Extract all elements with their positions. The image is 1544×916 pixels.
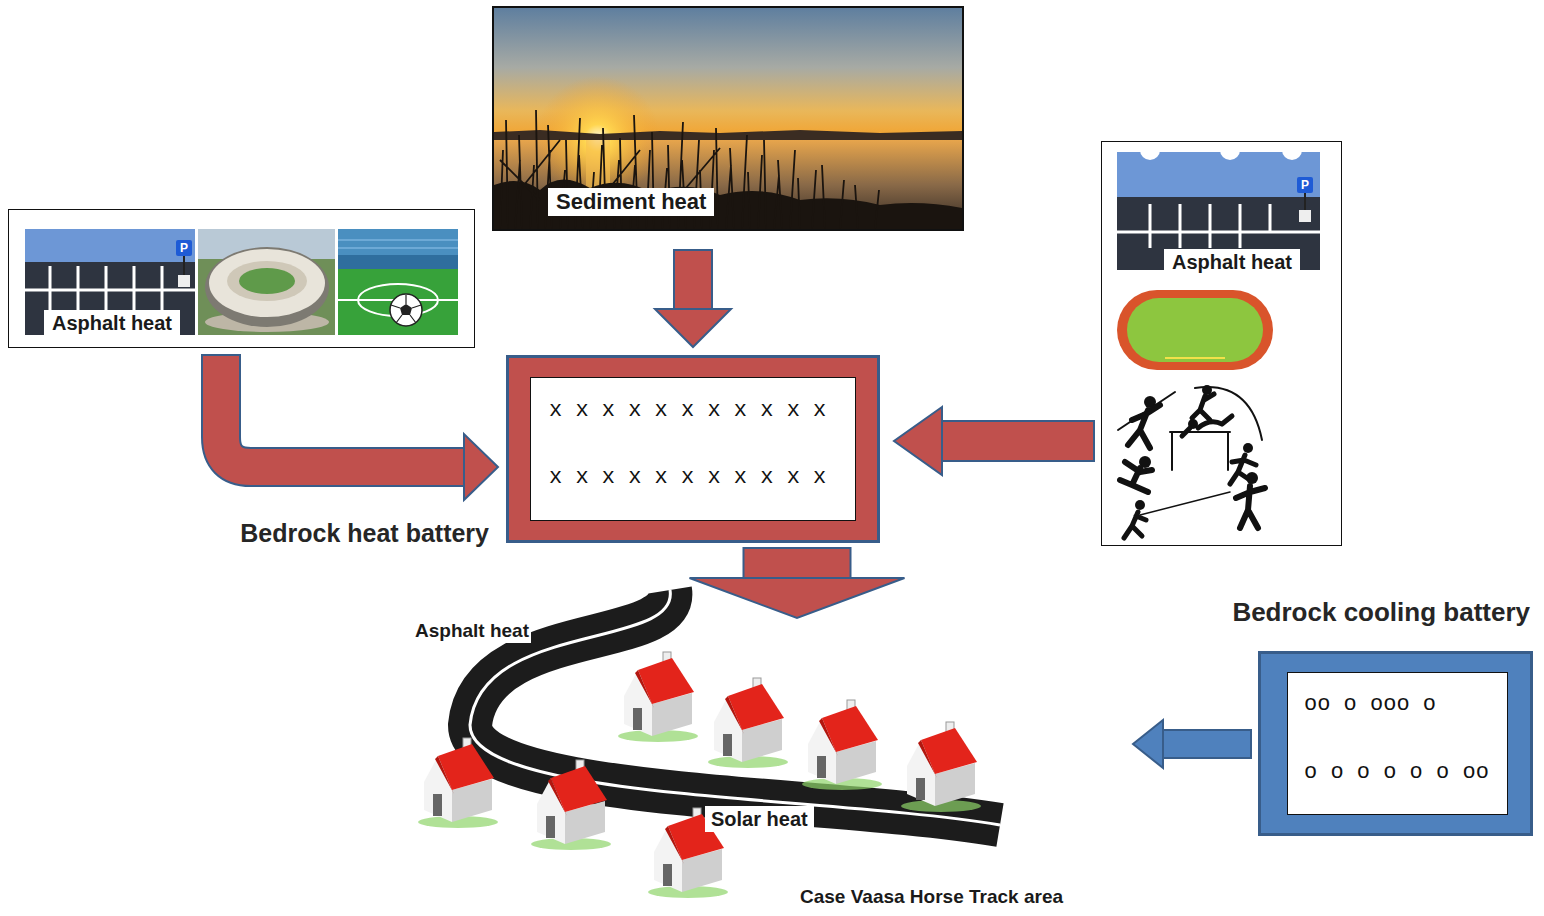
athlete-silhouettes [1246, 472, 1258, 484]
cooling-symbols: o o o o o o oo [1304, 758, 1489, 788]
running-track [1127, 298, 1263, 362]
area-label: Asphalt heat [413, 620, 531, 643]
athlete-silhouettes [1135, 500, 1145, 510]
arrow-shaft [942, 422, 1093, 460]
athlete-silhouettes [1192, 394, 1214, 420]
area-label: Solar heat [705, 806, 814, 832]
football-field [391, 295, 421, 323]
parking-lot [176, 240, 192, 256]
arrow-head [1133, 720, 1163, 768]
running-track [1165, 357, 1225, 359]
stadium-photo [239, 268, 295, 294]
battery-core: oo o ooo o o o o o o o oo [1287, 672, 1508, 815]
photo-frame: Asphalt heat [8, 209, 475, 348]
stadium-photo [198, 229, 335, 335]
athlete-silhouettes [1120, 462, 1152, 492]
heat-battery: Bedrock heat batteryx x x x x x x x x x … [506, 355, 880, 543]
houses [418, 652, 981, 898]
arrow-head [690, 578, 905, 618]
battery-core: x x x x x x x x x x x x x x x x x x x x x… [530, 377, 856, 521]
stadium-photo [205, 247, 329, 327]
parking-lot [1304, 193, 1306, 212]
housing-area: Asphalt heatSolar heatCase Vaasa Horse T… [405, 620, 1130, 914]
houses [531, 760, 611, 850]
arrow-shaft [221, 356, 464, 467]
arrow-outline [743, 547, 852, 578]
athlete-silhouettes [1236, 486, 1265, 528]
houses [618, 652, 698, 742]
arrow-shaft [745, 549, 850, 578]
stadium-photo [198, 229, 335, 335]
houses [802, 700, 882, 790]
heat-symbols: x x x x x x x x x x x [549, 463, 826, 493]
photo-label: Asphalt heat [44, 310, 180, 336]
stadium-photo [209, 249, 325, 317]
arrow-outline [221, 354, 464, 467]
houses [901, 722, 981, 812]
photo-label: Asphalt heat [1164, 249, 1300, 275]
stadium-photo [227, 261, 307, 301]
athlete-silhouettes [1118, 392, 1175, 430]
block-arrow [221, 354, 498, 500]
football-field [338, 240, 458, 248]
sunset-photo [494, 8, 962, 229]
arrow-outline [1163, 729, 1252, 759]
athlete-silhouettes [1118, 385, 1265, 538]
parking-lot [25, 262, 195, 335]
parking-lot [178, 275, 190, 287]
battery-title: Bedrock cooling battery [1232, 597, 1530, 628]
running-track [1117, 290, 1273, 370]
parking-lot [1140, 145, 1160, 160]
block-arrow [655, 249, 731, 347]
parking-sign-letter: P [1297, 177, 1313, 193]
houses [418, 738, 498, 828]
football-field [338, 229, 458, 269]
photo-frame: Asphalt heat [1101, 141, 1342, 546]
houses [708, 678, 788, 768]
arrow-head [894, 407, 942, 475]
photo-label: Sediment heat [548, 188, 714, 216]
football-field [338, 255, 458, 269]
cooling-battery: Bedrock cooling batteryoo o ooo oo o o o… [1258, 651, 1533, 836]
football-field [338, 229, 458, 335]
photo-frame: Sediment heat [492, 6, 964, 231]
parking-lot [1282, 145, 1302, 160]
arrow-head [655, 309, 731, 347]
parking-lot [25, 229, 195, 262]
athlete-silhouettes [1170, 432, 1230, 470]
block-arrow [894, 407, 1095, 475]
parking-lot [1117, 204, 1320, 248]
athlete-silhouettes [1182, 416, 1232, 436]
cooling-symbols: oo o ooo o [1304, 690, 1436, 720]
athlete-silhouettes [1140, 492, 1230, 515]
football-field [390, 294, 422, 326]
arrow-head [464, 434, 498, 500]
block-arrow [690, 547, 905, 618]
parking-lot [1299, 210, 1311, 222]
parking-lot [1220, 145, 1240, 160]
battery-title: Bedrock heat battery [240, 518, 489, 548]
arrow-outline [942, 420, 1095, 462]
football-field [338, 229, 458, 335]
athlete-silhouettes [1243, 443, 1253, 453]
arrow-shaft [1163, 731, 1250, 757]
athlete-silhouettes [1124, 512, 1146, 538]
sunset-photo [494, 130, 962, 140]
athlete-silhouettes [1128, 405, 1160, 448]
arrow-outline [673, 249, 713, 309]
sunset-photo [500, 110, 879, 229]
area-caption: Case Vaasa Horse Track area [798, 886, 1065, 909]
parking-lot [183, 255, 185, 276]
block-arrow [1133, 720, 1252, 768]
running-track [1117, 290, 1273, 370]
parking-lot [1297, 177, 1313, 193]
football-field [400, 304, 412, 315]
arrow-shaft [675, 251, 711, 309]
heat-symbols: x x x x x x x x x x x [549, 396, 826, 426]
parking-sign-letter: P [176, 240, 192, 256]
parking-lot [25, 229, 195, 335]
